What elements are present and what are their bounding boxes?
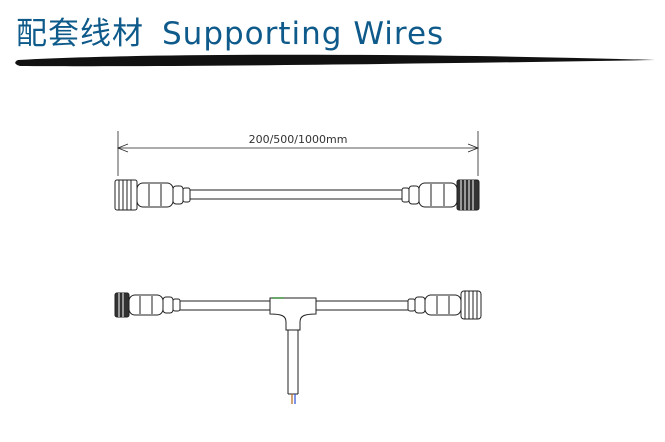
left-connector-male bbox=[114, 179, 191, 211]
t-right-connector bbox=[407, 290, 482, 320]
title-chinese: 配套线材 bbox=[16, 16, 144, 52]
wire-leads bbox=[291, 394, 296, 404]
title-underline bbox=[15, 54, 656, 67]
extension-cable bbox=[114, 179, 480, 211]
right-connector-female bbox=[401, 179, 480, 211]
dimension-annotation bbox=[116, 131, 480, 176]
title-english: Supporting Wires bbox=[162, 16, 445, 52]
t-left-connector bbox=[114, 292, 181, 318]
dimension-label: 200/500/1000mm bbox=[249, 133, 348, 146]
page-title: 配套线材 Supporting Wires bbox=[16, 8, 444, 52]
t-splitter-cable bbox=[114, 290, 482, 395]
